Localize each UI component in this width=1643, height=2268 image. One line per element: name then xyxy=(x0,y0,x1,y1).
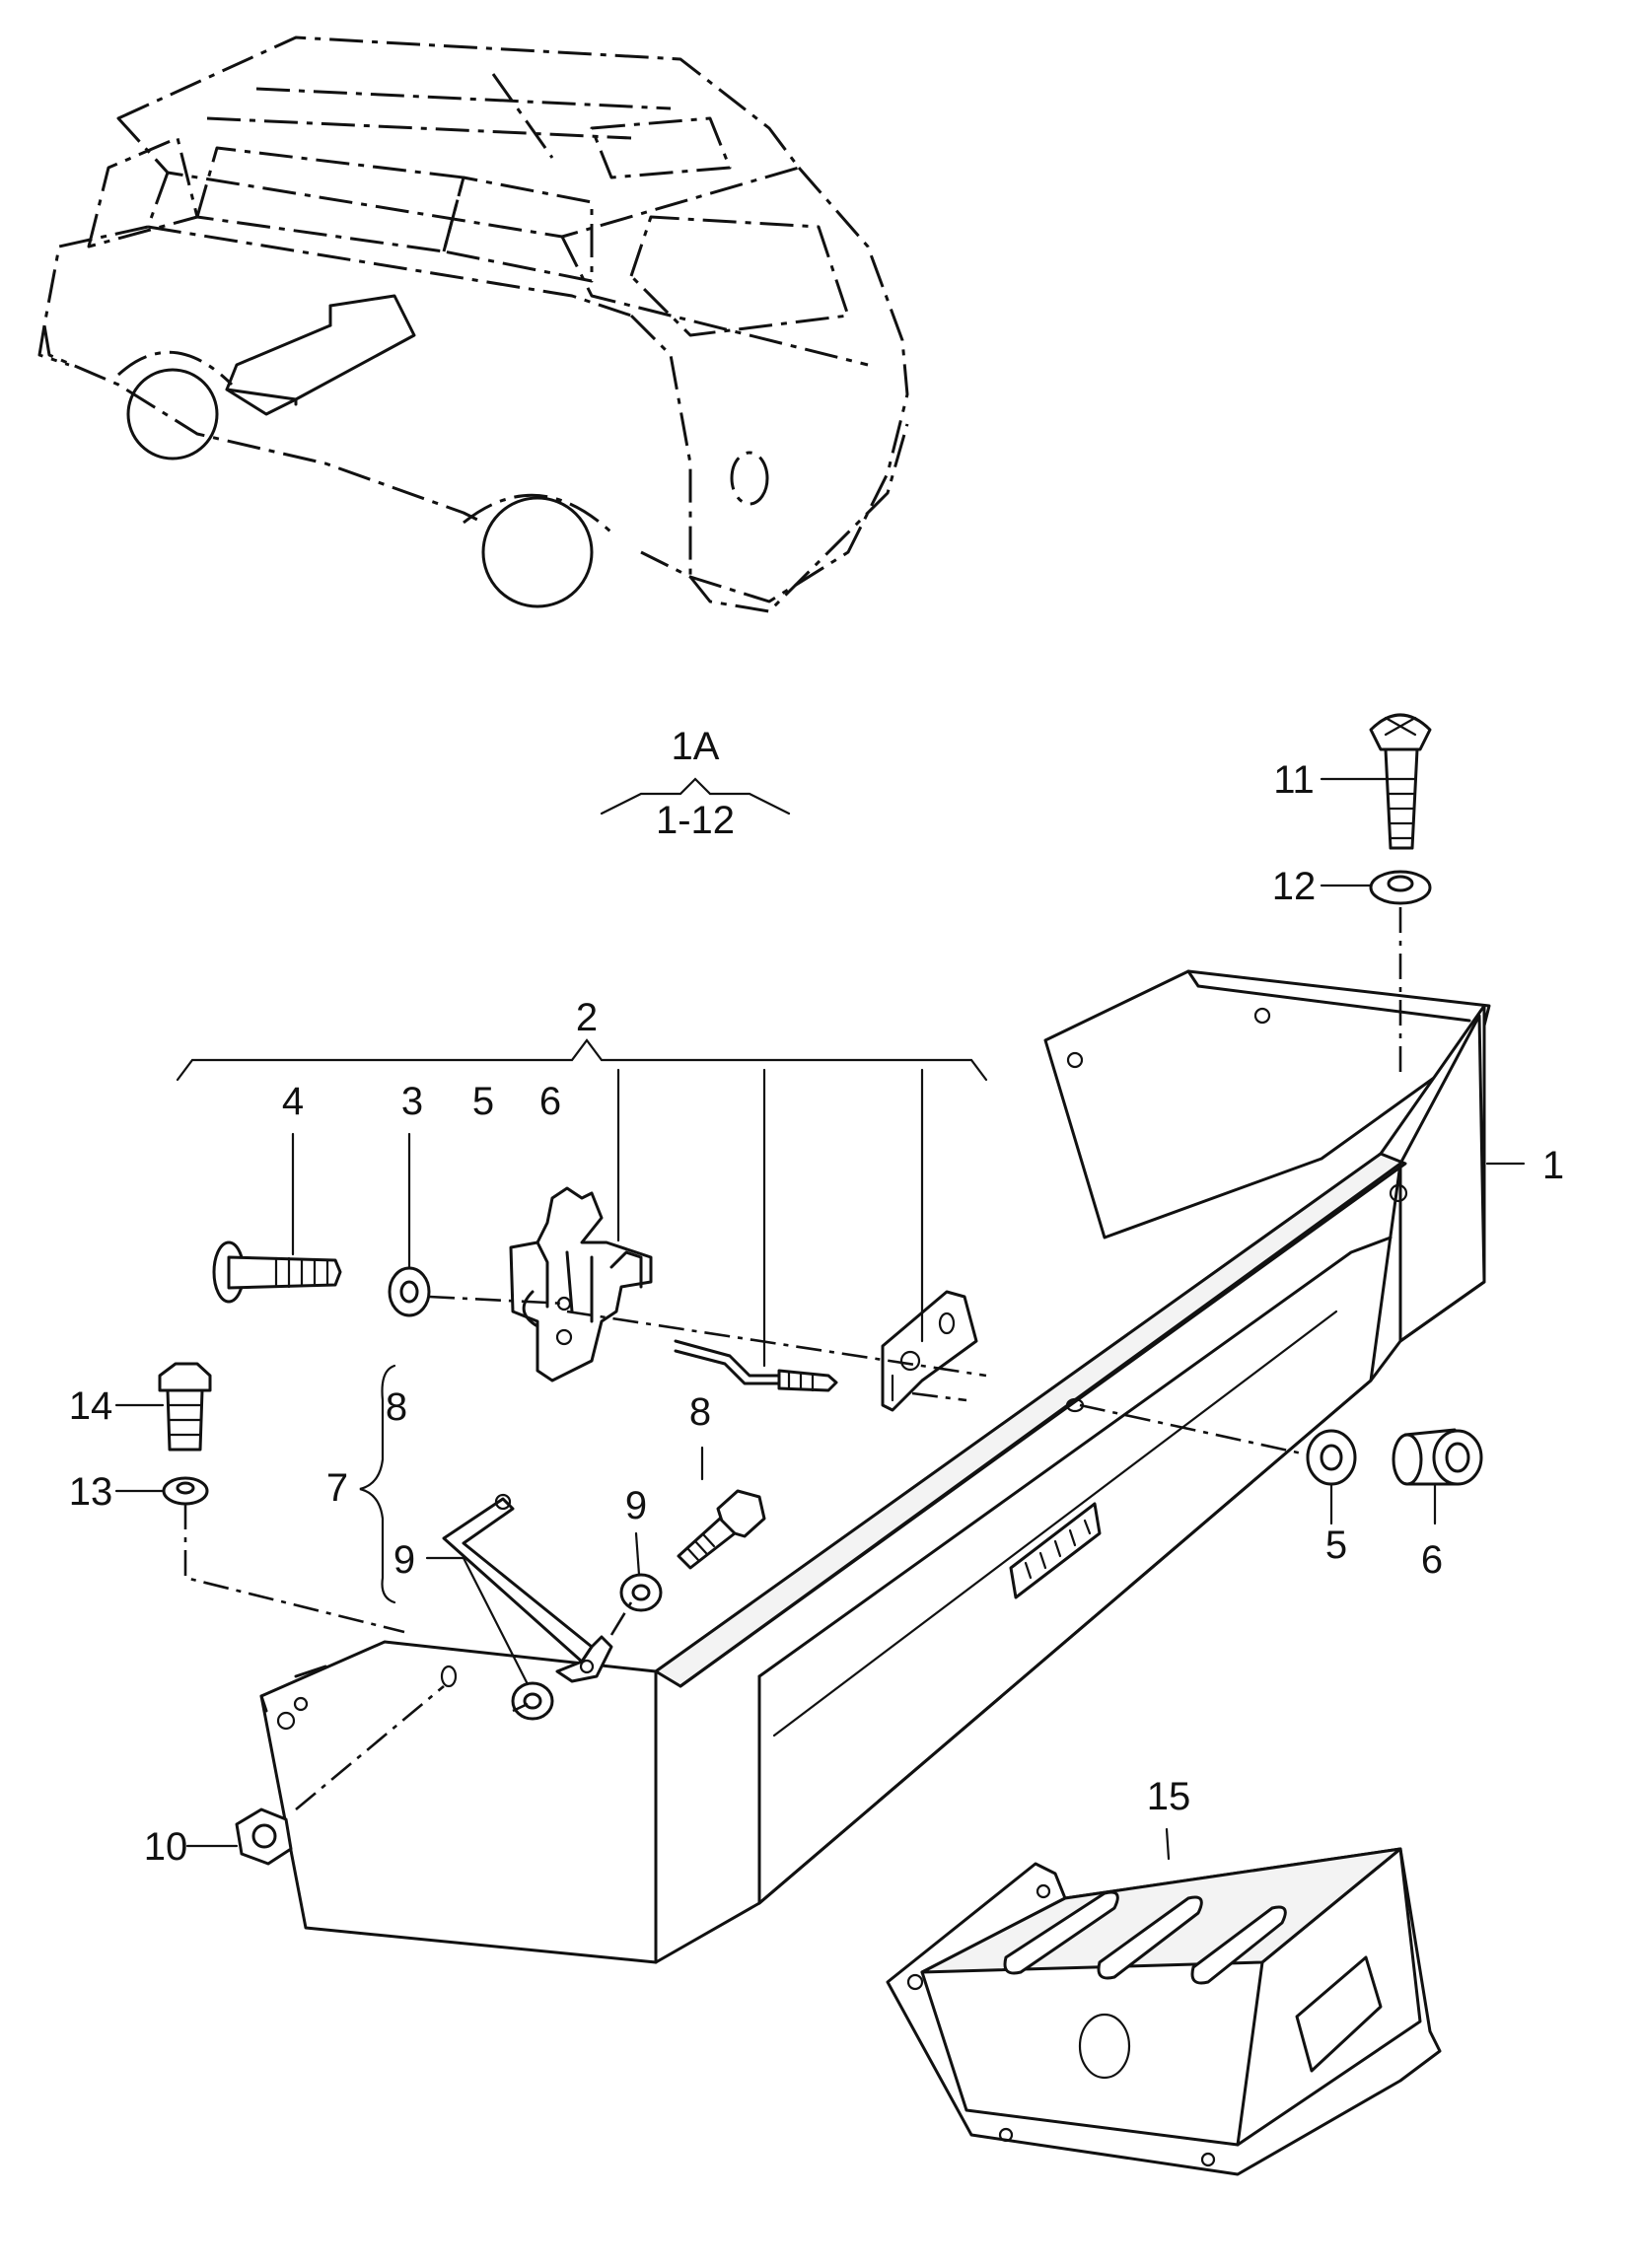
callout-9-left: 9 xyxy=(393,1538,415,1582)
callout-5-group: 5 xyxy=(472,1080,494,1123)
callout-6-group: 6 xyxy=(539,1080,561,1123)
leader-lines xyxy=(114,777,1526,1861)
right-fixings xyxy=(1306,713,1483,1486)
latch-assembly xyxy=(212,1186,978,1412)
callout-labels: 1 2 3 4 5 6 5 6 7 8 8 9 9 10 11 12 13 14… xyxy=(69,758,1564,1869)
callout-15: 15 xyxy=(1147,1775,1191,1818)
reference-group-top: 1A xyxy=(672,725,720,768)
callout-5: 5 xyxy=(1325,1524,1347,1567)
callout-9-right: 9 xyxy=(625,1484,647,1527)
callout-13: 13 xyxy=(69,1470,113,1514)
callout-4: 4 xyxy=(282,1080,304,1123)
van-overview-illustration xyxy=(37,35,909,613)
left-fixings xyxy=(158,1362,766,1866)
callout-7: 7 xyxy=(326,1466,348,1510)
spare-wheel-carrier-beam xyxy=(259,969,1491,1964)
callout-1: 1 xyxy=(1542,1144,1564,1187)
assembly-lines xyxy=(183,907,1402,1810)
callout-14: 14 xyxy=(69,1384,113,1428)
callout-8-right: 8 xyxy=(689,1390,711,1434)
callout-8-left: 8 xyxy=(386,1385,407,1429)
callout-12: 12 xyxy=(1272,865,1317,908)
callout-11: 11 xyxy=(1273,758,1315,802)
reference-group-mark: 1A 1-12 xyxy=(600,725,791,842)
callout-6: 6 xyxy=(1421,1538,1443,1582)
reference-group-bottom: 1-12 xyxy=(656,799,735,842)
storage-box xyxy=(886,1847,1442,2176)
callout-10: 10 xyxy=(144,1825,188,1869)
callout-3: 3 xyxy=(401,1080,423,1123)
callout-2: 2 xyxy=(576,996,598,1039)
